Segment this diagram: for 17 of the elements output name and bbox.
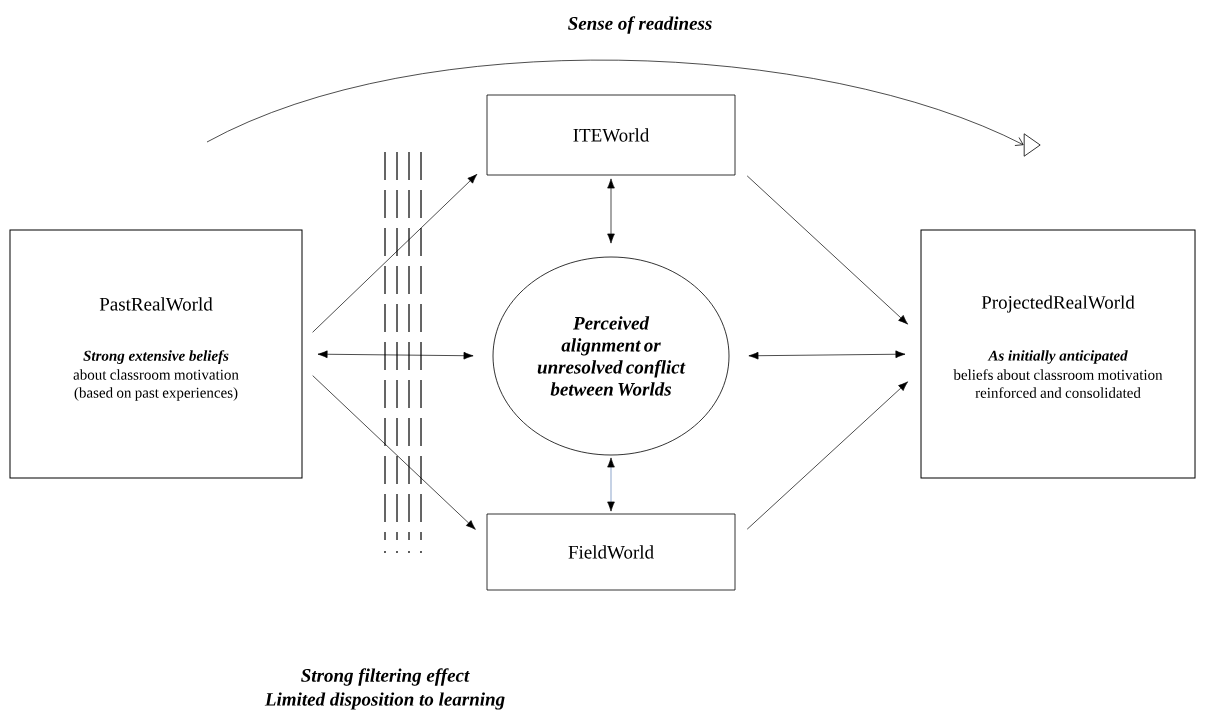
world-box: FieldWorld: [486, 513, 736, 591]
world-box: ProjectedRealWorld As initially anticipated beliefs about classroom motivation reinforced and consolidated: [920, 229, 1196, 479]
arrow: [746, 381, 908, 530]
triangle-mark: [1023, 133, 1041, 157]
arrow: [312, 174, 478, 333]
arrow: [607, 457, 615, 512]
world-box: PastRealWorld Strong extensive beliefs about classroom motivation (based on past experiences): [9, 229, 303, 479]
arrow: [312, 375, 476, 530]
edge-label: Sense of readiness: [566, 15, 714, 35]
caption-text: Strong filtering effect: [301, 668, 470, 686]
arrow: [748, 350, 906, 360]
arrow: [607, 178, 615, 244]
arrow: [746, 175, 908, 325]
world-box: ITEWorld: [486, 94, 736, 176]
arrow: [317, 350, 474, 360]
arrow: [206, 59, 1024, 146]
caption-text: Limited disposition to learning: [264, 692, 505, 710]
